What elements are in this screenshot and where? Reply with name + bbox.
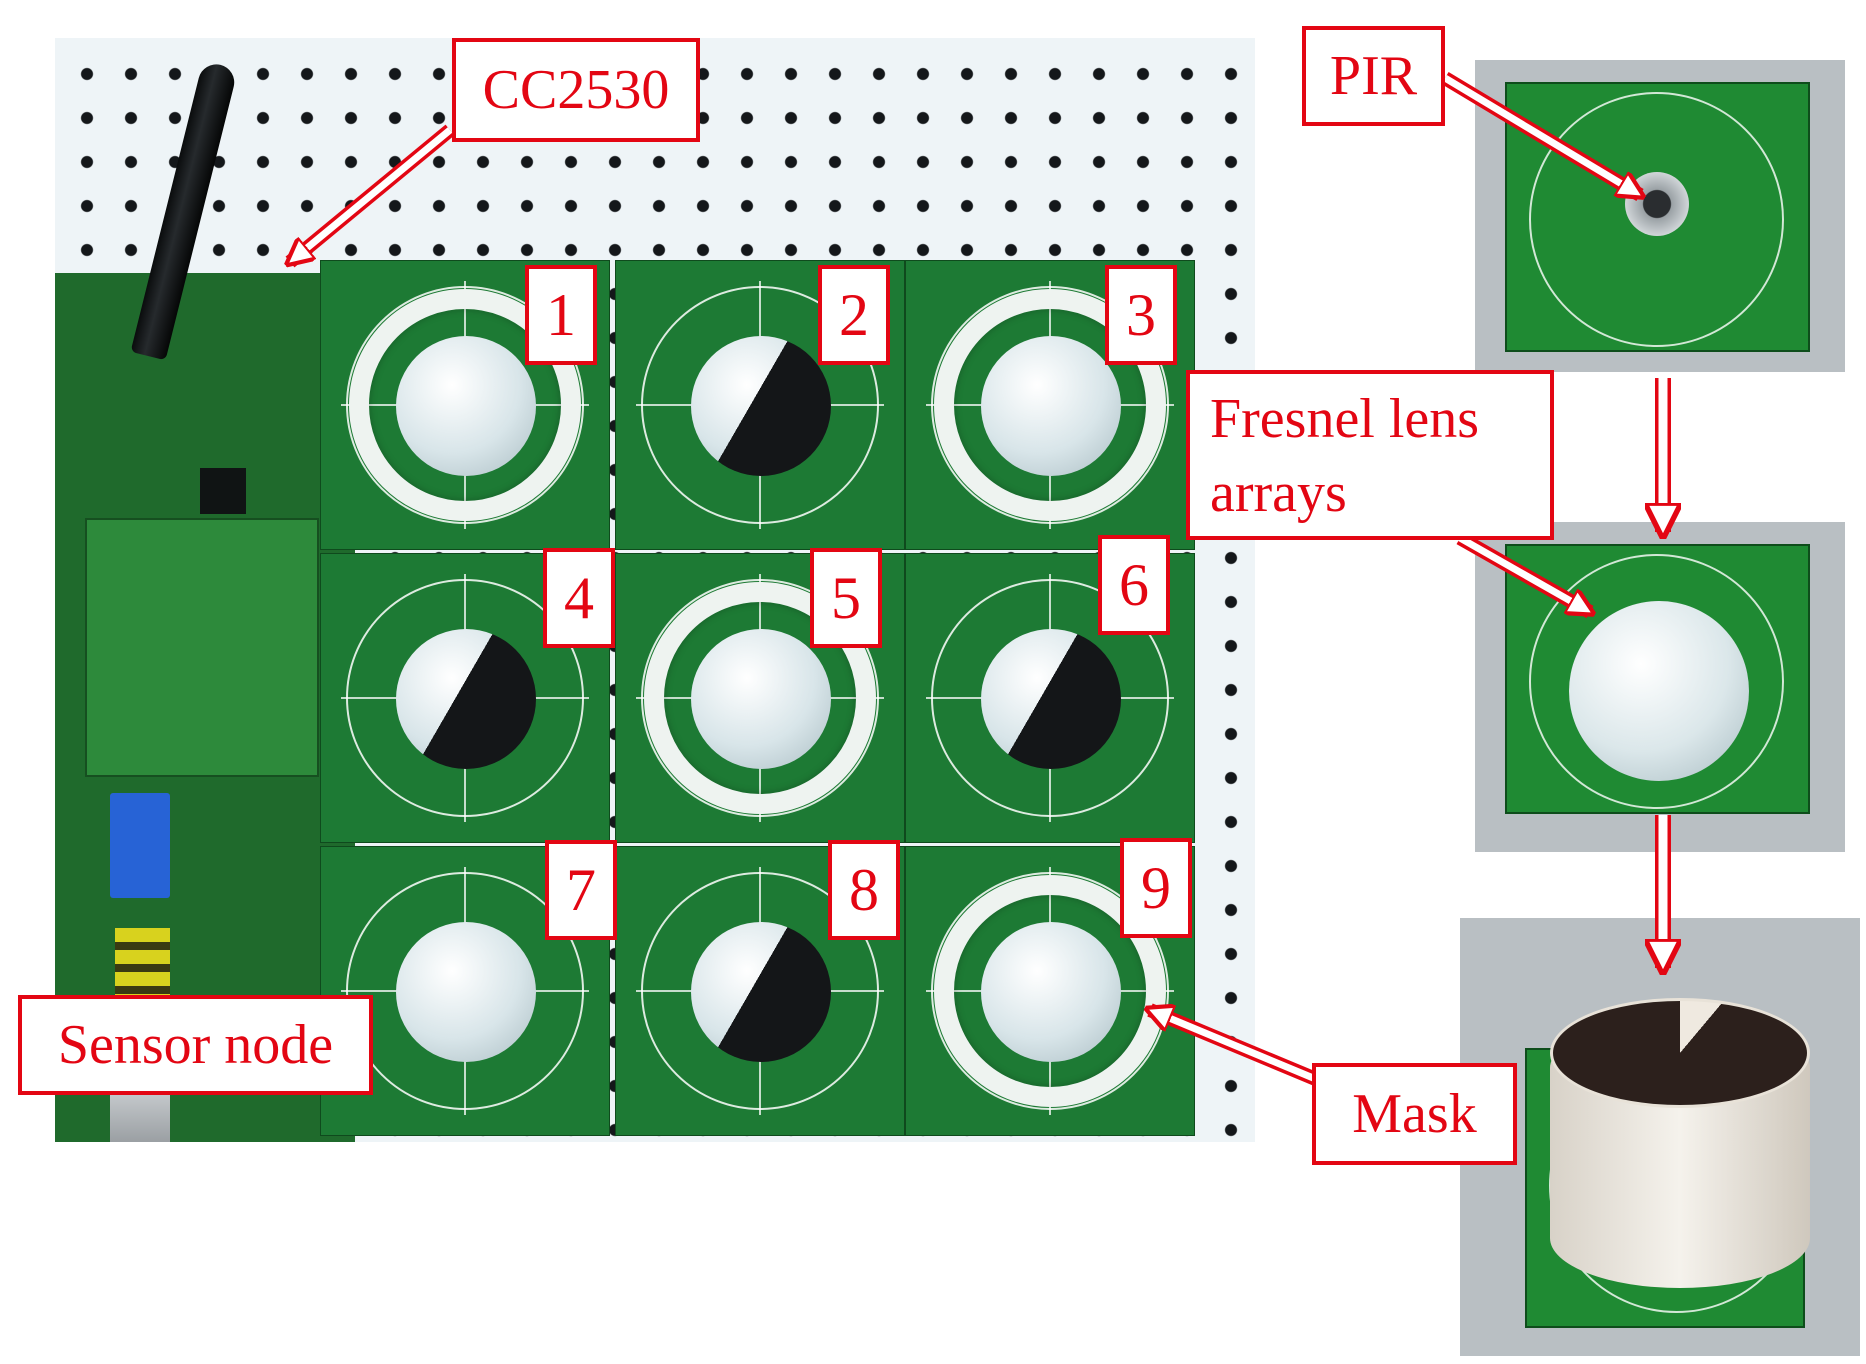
label-sensor-node: Sensor node bbox=[18, 995, 373, 1095]
cc2530-module bbox=[85, 518, 319, 777]
arrow-pir bbox=[1441, 71, 1640, 202]
pir-board bbox=[1505, 82, 1810, 352]
fresnel-lens bbox=[1569, 601, 1749, 781]
cell-number-3: 3 bbox=[1105, 265, 1177, 365]
mask-photo bbox=[1460, 918, 1860, 1356]
cell-number-9: 9 bbox=[1120, 838, 1192, 938]
mcu-chip bbox=[200, 468, 246, 514]
cell-number-1: 1 bbox=[525, 265, 597, 365]
cell-number-6: 6 bbox=[1098, 535, 1170, 635]
cell-number-8: 8 bbox=[828, 840, 900, 940]
cell-number-4: 4 bbox=[543, 548, 615, 648]
cell-number-5: 5 bbox=[810, 548, 882, 648]
label-mask: Mask bbox=[1312, 1063, 1517, 1165]
pir-photo bbox=[1475, 60, 1845, 372]
cell-number-2: 2 bbox=[818, 265, 890, 365]
label-pir: PIR bbox=[1302, 26, 1445, 126]
sensor-tile-3 bbox=[905, 260, 1195, 550]
usb-connector bbox=[110, 1088, 170, 1142]
cell-number-7: 7 bbox=[545, 840, 617, 940]
label-cc2530: CC2530 bbox=[452, 38, 700, 142]
label-fresnel-lens-arrays: Fresnel lens arrays bbox=[1186, 370, 1554, 540]
arrow-mask bbox=[1150, 1010, 1321, 1087]
label-fresnel-line2: arrays bbox=[1210, 462, 1347, 524]
blue-pin-header bbox=[110, 793, 170, 898]
label-fresnel-line1: Fresnel lens bbox=[1210, 388, 1480, 450]
arrow-cc2530 bbox=[290, 124, 455, 262]
mask-cover bbox=[1550, 998, 1810, 1108]
sensor-board-photo bbox=[55, 38, 1255, 1142]
arrow-fresnel bbox=[1456, 531, 1590, 619]
